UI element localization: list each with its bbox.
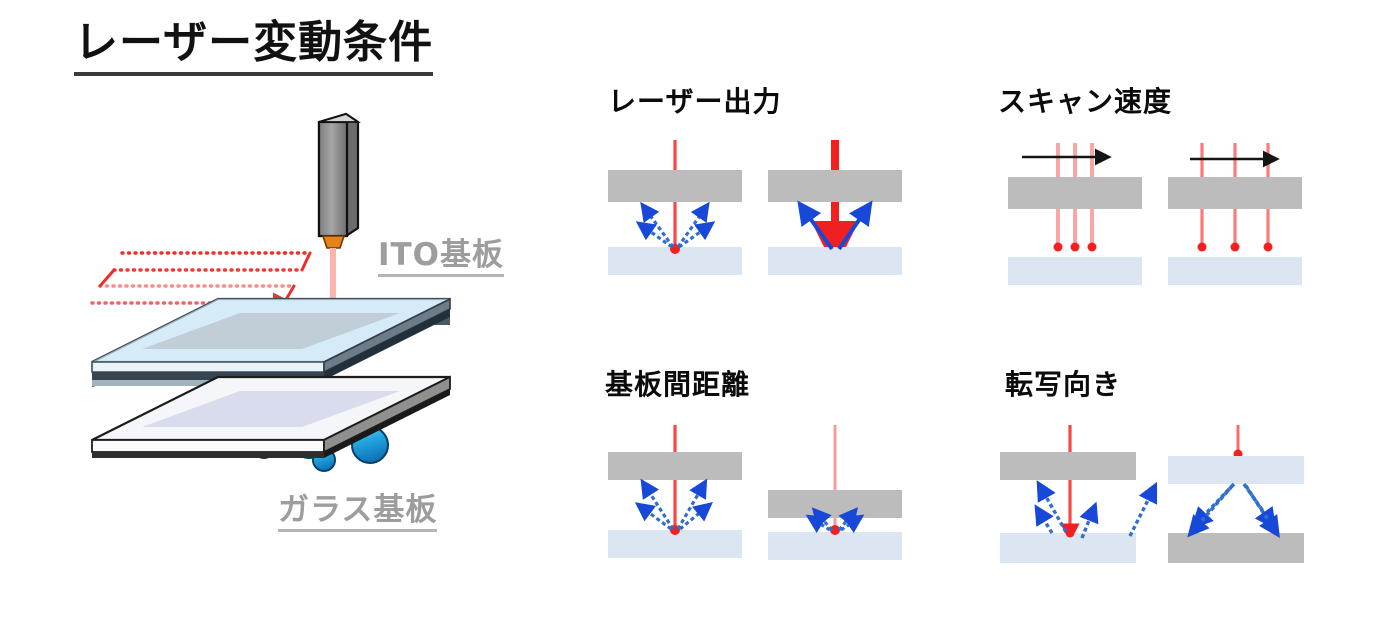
glass-bar [768, 247, 902, 275]
panel-laser-power-low [600, 135, 750, 285]
ito-bar [1168, 177, 1302, 209]
section-heading-scan-speed: スキャン速度 [998, 85, 1173, 118]
page-title: レーザー変動条件 [74, 6, 434, 76]
ito-bar [1008, 177, 1142, 209]
raster-scan-path-icon [90, 251, 312, 305]
section-heading-transfer-orientation: 転写向き [1005, 368, 1122, 401]
label-glass-substrate: ガラス基板 [278, 484, 438, 532]
ito-bar [768, 170, 902, 202]
panel-substrate-gap-narrow [760, 420, 915, 570]
section-heading-substrate-gap: 基板間距離 [605, 368, 751, 401]
panel-transfer-face-up [1160, 420, 1335, 570]
panel-scan-speed-fast [1160, 135, 1320, 285]
glass-bar [1008, 257, 1142, 285]
ito-bar [1168, 533, 1304, 563]
glass-bar [1168, 257, 1302, 285]
label-ito-substrate: ITO基板 [378, 229, 505, 277]
panel-transfer-face-down [990, 420, 1165, 570]
glass-bar [768, 532, 902, 560]
panel-substrate-gap-wide [600, 420, 750, 570]
glass-bar [1000, 533, 1136, 563]
ito-substrate-plate [91, 297, 451, 387]
overview-illustration [70, 100, 550, 500]
section-heading-laser-power: レーザー出力 [608, 85, 782, 118]
laser-head-icon [317, 112, 361, 249]
ito-bar [608, 452, 742, 480]
glass-bar [1168, 456, 1304, 484]
ito-bar [1000, 452, 1136, 480]
panel-laser-power-high [760, 135, 910, 285]
ito-bar [608, 170, 742, 202]
ito-bar [768, 490, 902, 518]
glass-substrate-plate [91, 375, 451, 458]
panel-scan-speed-slow [995, 135, 1155, 285]
